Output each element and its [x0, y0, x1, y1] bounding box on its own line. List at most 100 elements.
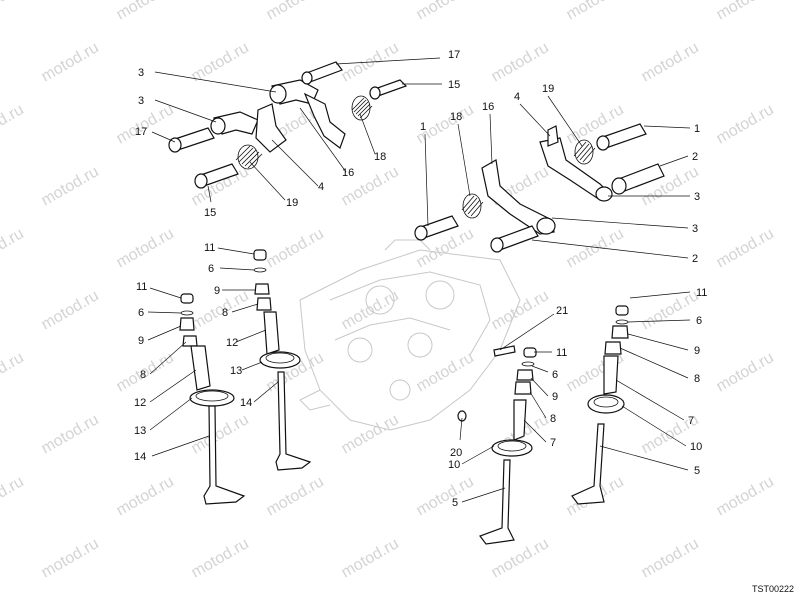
callout-7: 7	[550, 437, 556, 449]
callout-6: 6	[138, 307, 144, 319]
leader-lines	[147, 57, 691, 503]
watermark-text: motod.ru	[0, 349, 27, 395]
callout-18: 18	[450, 111, 462, 123]
rocker-shaft-left-lower-pin	[194, 163, 239, 189]
callout-5: 5	[694, 465, 700, 477]
callout-14: 14	[134, 451, 146, 463]
watermark-text: motod.ru	[639, 535, 702, 581]
valve-stack-right-inner	[479, 347, 537, 545]
callout-3: 3	[138, 95, 144, 107]
callout-17: 17	[448, 49, 460, 61]
watermark-text: motod.ru	[714, 349, 777, 395]
watermark-text: motod.ru	[189, 39, 252, 85]
watermark-text: motod.ru	[39, 535, 102, 581]
watermark-text: motod.ru	[714, 0, 777, 23]
cylinder-head-outline	[299, 239, 521, 431]
callout-8: 8	[694, 373, 700, 385]
watermark-text: motod.ru	[39, 411, 102, 457]
valve-stack-right-outer	[571, 305, 629, 505]
callout-8: 8	[140, 369, 146, 381]
watermark-text: motod.ru	[414, 0, 477, 23]
callout-16: 16	[482, 101, 494, 113]
callout-1: 1	[420, 121, 426, 133]
rocker-arm-right-upper	[539, 125, 614, 202]
watermark-text: motod.ru	[564, 225, 627, 271]
rocker-shaft-left-lower	[168, 127, 215, 153]
callout-5: 5	[452, 497, 458, 509]
watermark-text: motod.ru	[564, 0, 627, 23]
watermark-text: motod.ru	[0, 473, 27, 519]
watermark-text: motod.ru	[189, 535, 252, 581]
callout-12: 12	[134, 397, 146, 409]
watermark-text: motod.ru	[264, 473, 327, 519]
watermark-text: motod.ru	[264, 0, 327, 23]
callout-17: 17	[135, 126, 147, 138]
watermark-text: motod.ru	[489, 287, 552, 333]
watermark-text: motod.ru	[414, 473, 477, 519]
rocker-shaft-left-upper	[301, 61, 343, 85]
watermark-text: motod.ru	[114, 0, 177, 23]
callout-11: 11	[136, 281, 147, 293]
callout-16: 16	[342, 167, 354, 179]
callout-4: 4	[318, 181, 324, 193]
callout-2: 2	[692, 253, 698, 265]
callout-8: 8	[222, 307, 228, 319]
callout-2: 2	[692, 151, 698, 163]
watermark-text: motod.ru	[39, 39, 102, 85]
callout-6: 6	[696, 315, 702, 327]
watermark-text: motod.ru	[189, 411, 252, 457]
callout-10: 10	[690, 441, 702, 453]
callout-4: 4	[514, 91, 520, 103]
callout-9: 9	[138, 335, 144, 347]
callout-1: 1	[694, 123, 700, 135]
spring-center	[461, 193, 484, 219]
callout-labels: 3 3 17 15 19 4 16 18 17 15 1 18 16 4 19 …	[134, 49, 707, 509]
callout-9: 9	[552, 391, 558, 403]
rocker-arm-upper-left	[269, 79, 346, 149]
watermark-text: motod.ru	[714, 225, 777, 271]
watermark-text: motod.ru	[0, 101, 27, 147]
watermark-text: motod.ru	[264, 225, 327, 271]
spring-left-lower	[235, 144, 263, 170]
callout-11: 11	[556, 347, 567, 359]
rocker-arm-lower-left	[210, 103, 287, 153]
callout-11: 11	[696, 287, 707, 299]
callout-12: 12	[226, 337, 238, 349]
watermark-text: motod.ru	[114, 473, 177, 519]
callout-7: 7	[688, 415, 694, 427]
rocker-shaft-right-mid	[611, 163, 665, 195]
watermark-text: motod.ru	[714, 101, 777, 147]
watermark-text: motod.ru	[39, 163, 102, 209]
callout-6: 6	[552, 369, 558, 381]
watermark-text: motod.ru	[639, 39, 702, 85]
callout-19: 19	[286, 197, 298, 209]
callout-13: 13	[134, 425, 146, 437]
callout-10: 10	[448, 459, 460, 471]
callout-21: 21	[556, 305, 568, 317]
callout-15: 15	[448, 79, 460, 91]
spring-right-upper	[573, 139, 596, 165]
callout-20: 20	[450, 447, 462, 459]
watermark-text: motod.ru	[339, 535, 402, 581]
callout-3: 3	[692, 223, 698, 235]
callout-15: 15	[204, 207, 216, 219]
callout-11: 11	[204, 242, 215, 254]
callout-8: 8	[550, 413, 556, 425]
dowel-pin	[493, 345, 516, 357]
callout-6: 6	[208, 263, 214, 275]
callout-13: 13	[230, 365, 242, 377]
callout-3: 3	[694, 191, 700, 203]
rocker-shaft-center	[414, 215, 459, 241]
watermark-text: motod.ru	[0, 0, 27, 23]
watermark-text: motod.ru	[114, 101, 177, 147]
spring-left-upper	[351, 95, 373, 121]
callout-19: 19	[542, 83, 554, 95]
valve-stack-left-outer	[179, 293, 246, 505]
rocker-shaft-left-upper-pin	[369, 79, 408, 100]
watermark-text: motod.ru	[714, 473, 777, 519]
drawing-code: TST00222	[751, 584, 794, 594]
callout-9: 9	[214, 285, 220, 297]
rocker-shaft-right-lower	[490, 225, 539, 253]
